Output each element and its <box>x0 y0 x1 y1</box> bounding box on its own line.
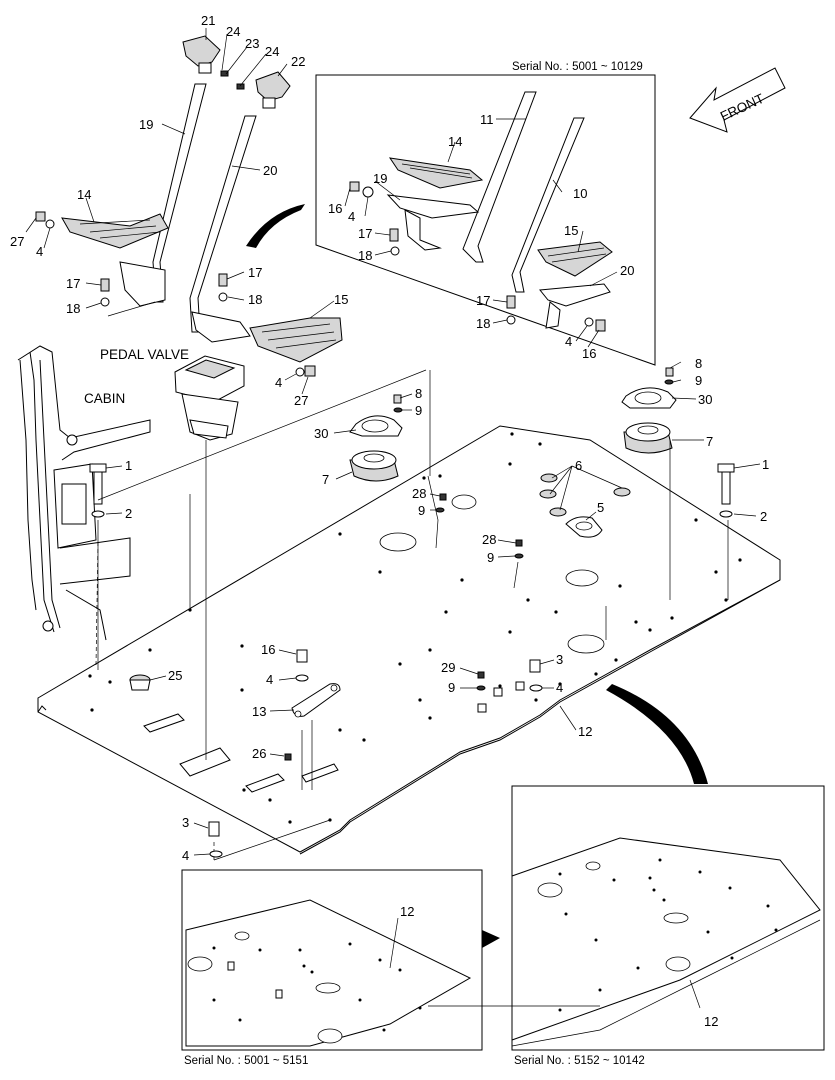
floor-plate <box>37 425 781 860</box>
callout-28: 28 <box>412 486 426 501</box>
pedal-valve: PEDAL VALVE <box>100 347 245 441</box>
callout-7: 7 <box>322 472 329 487</box>
front-arrow: FRONT <box>689 67 786 133</box>
callout-9: 9 <box>418 503 425 518</box>
callout-16: 16 <box>582 346 596 361</box>
callout-12: 12 <box>578 724 592 739</box>
callout-20: 20 <box>620 263 634 278</box>
callout-18: 18 <box>248 292 262 307</box>
callout-18: 18 <box>358 248 372 263</box>
callout-18: 18 <box>66 301 80 316</box>
callout-22: 22 <box>291 54 305 69</box>
callout-1: 1 <box>762 457 769 472</box>
callout-27: 27 <box>294 393 308 408</box>
pointer-arrow-bottom <box>606 684 708 784</box>
callout-16: 16 <box>328 201 342 216</box>
callout-19: 19 <box>373 171 387 186</box>
callout-4: 4 <box>182 848 189 863</box>
serial-bottom-left: Serial No. : 5001 ~ 5151 <box>184 1055 308 1067</box>
callout-13: 13 <box>252 704 266 719</box>
callout-10: 10 <box>573 186 587 201</box>
callout-28: 28 <box>482 532 496 547</box>
callout-18: 18 <box>476 316 490 331</box>
callout-2: 2 <box>125 506 132 521</box>
callout-14: 14 <box>448 134 462 149</box>
floor-parts <box>89 361 761 861</box>
cabin: CABIN <box>17 345 151 641</box>
callout-9: 9 <box>415 403 422 418</box>
callout-numbers: 21 24 23 24 22 19 20 14 27 4 17 18 17 18… <box>10 13 769 1029</box>
callout-11: 11 <box>480 112 494 127</box>
serial-bottom-right: Serial No. : 5152 ~ 10142 <box>514 1055 645 1067</box>
inset-arrow <box>482 930 500 948</box>
callout-12: 12 <box>704 1014 718 1029</box>
inset-bottom-right: Serial No. : 5152 ~ 10142 <box>511 785 825 1067</box>
callout-15: 15 <box>564 223 578 238</box>
callout-21: 21 <box>201 13 215 28</box>
callout-9: 9 <box>448 680 455 695</box>
serial-top: Serial No. : 5001 ~ 10129 <box>512 61 643 73</box>
callout-27: 27 <box>10 234 24 249</box>
plate-dots <box>88 432 742 824</box>
callout-20: 20 <box>263 163 277 178</box>
callout-15: 15 <box>334 292 348 307</box>
callout-17: 17 <box>358 226 372 241</box>
callout-2: 2 <box>760 509 767 524</box>
callout-3: 3 <box>556 652 563 667</box>
inset-bottom-left: Serial No. : 5001 ~ 5151 <box>181 869 600 1067</box>
callout-1: 1 <box>125 458 132 473</box>
callout-30: 30 <box>698 392 712 407</box>
callout-17: 17 <box>248 265 262 280</box>
callout-5: 5 <box>597 500 604 515</box>
callout-25: 25 <box>168 668 182 683</box>
front-label: FRONT <box>718 91 766 124</box>
callout-4: 4 <box>565 334 572 349</box>
inset-top-right: Serial No. : 5001 ~ 10129 <box>246 61 656 366</box>
callout-24: 24 <box>226 24 240 39</box>
cabin-label: CABIN <box>84 391 125 406</box>
callout-29: 29 <box>441 660 455 675</box>
pedal-valve-label: PEDAL VALVE <box>100 347 189 362</box>
callout-8: 8 <box>695 356 702 371</box>
callout-6: 6 <box>575 458 582 473</box>
callout-4: 4 <box>348 209 355 224</box>
callout-19: 19 <box>139 117 153 132</box>
callout-17: 17 <box>476 293 490 308</box>
callout-4: 4 <box>266 672 273 687</box>
callout-3: 3 <box>182 815 189 830</box>
callout-16: 16 <box>261 642 275 657</box>
callout-17: 17 <box>66 276 80 291</box>
pointer-arrow-top <box>246 204 305 248</box>
callout-12: 12 <box>400 904 414 919</box>
levers-main <box>25 28 343 395</box>
callout-23: 23 <box>245 36 259 51</box>
callout-9: 9 <box>695 373 702 388</box>
callout-8: 8 <box>415 386 422 401</box>
callout-26: 26 <box>252 746 266 761</box>
callout-9: 9 <box>487 550 494 565</box>
callout-4: 4 <box>275 375 282 390</box>
callout-4: 4 <box>556 680 563 695</box>
callout-4: 4 <box>36 244 43 259</box>
callout-14: 14 <box>77 187 91 202</box>
callout-7: 7 <box>706 434 713 449</box>
callout-30: 30 <box>314 426 328 441</box>
callout-24: 24 <box>265 44 279 59</box>
